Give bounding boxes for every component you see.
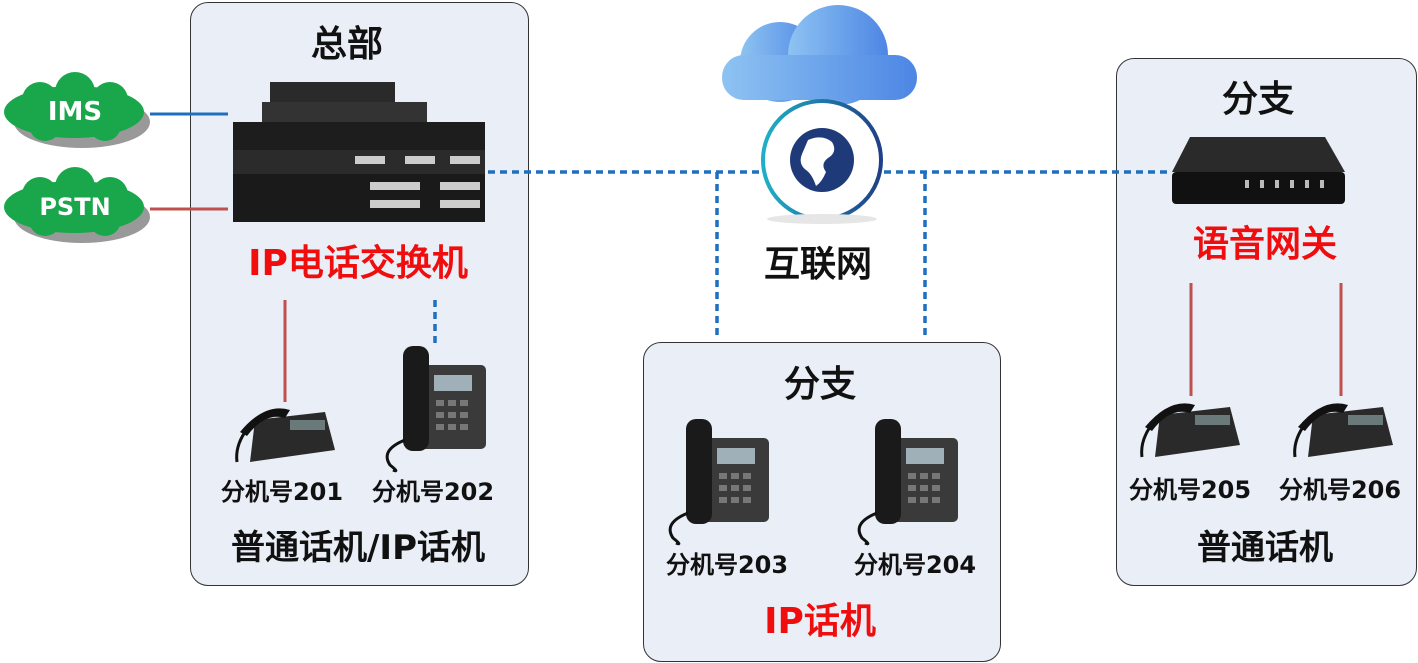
internet-label: 互联网 <box>763 244 873 285</box>
internet-links <box>433 170 1172 346</box>
analog-phone-icon <box>1140 401 1242 459</box>
ext-202-label: 分机号202 <box>371 478 495 506</box>
pbx-label: IP电话交换机 <box>248 243 468 284</box>
ip-phone-icon <box>668 417 771 546</box>
internet-cloud-icon <box>722 5 917 105</box>
ip-phone-icon <box>385 346 486 473</box>
ip-phone-icon <box>857 417 960 546</box>
ext-205-label: 分机号205 <box>1128 476 1252 504</box>
analog-phone-icon <box>235 408 335 463</box>
branch-ip-title: 分支 <box>783 364 857 405</box>
analog-phone-icon <box>1293 401 1395 459</box>
voice-gateway-icon <box>1172 137 1345 204</box>
ext-204-label: 分机号204 <box>853 551 977 579</box>
ext-206-label: 分机号206 <box>1278 476 1402 504</box>
gateway-label: 语音网关 <box>1192 224 1338 265</box>
ims-label: IMS <box>47 97 103 127</box>
ims-cloud-icon <box>4 72 150 148</box>
headquarters-title: 总部 <box>310 24 384 65</box>
globe-icon <box>761 99 883 224</box>
pstn-label: PSTN <box>39 193 111 221</box>
branch-ip-caption: IP话机 <box>764 601 876 642</box>
ext-203-label: 分机号203 <box>665 551 789 579</box>
branch-gateway-caption: 普通话机 <box>1197 528 1333 568</box>
pstn-cloud-icon <box>4 167 150 243</box>
ip-pbx-icon <box>233 82 485 222</box>
ext-201-label: 分机号201 <box>220 478 344 506</box>
branch-gateway-title: 分支 <box>1221 79 1295 120</box>
headquarters-caption: 普通话机/IP话机 <box>231 528 485 568</box>
